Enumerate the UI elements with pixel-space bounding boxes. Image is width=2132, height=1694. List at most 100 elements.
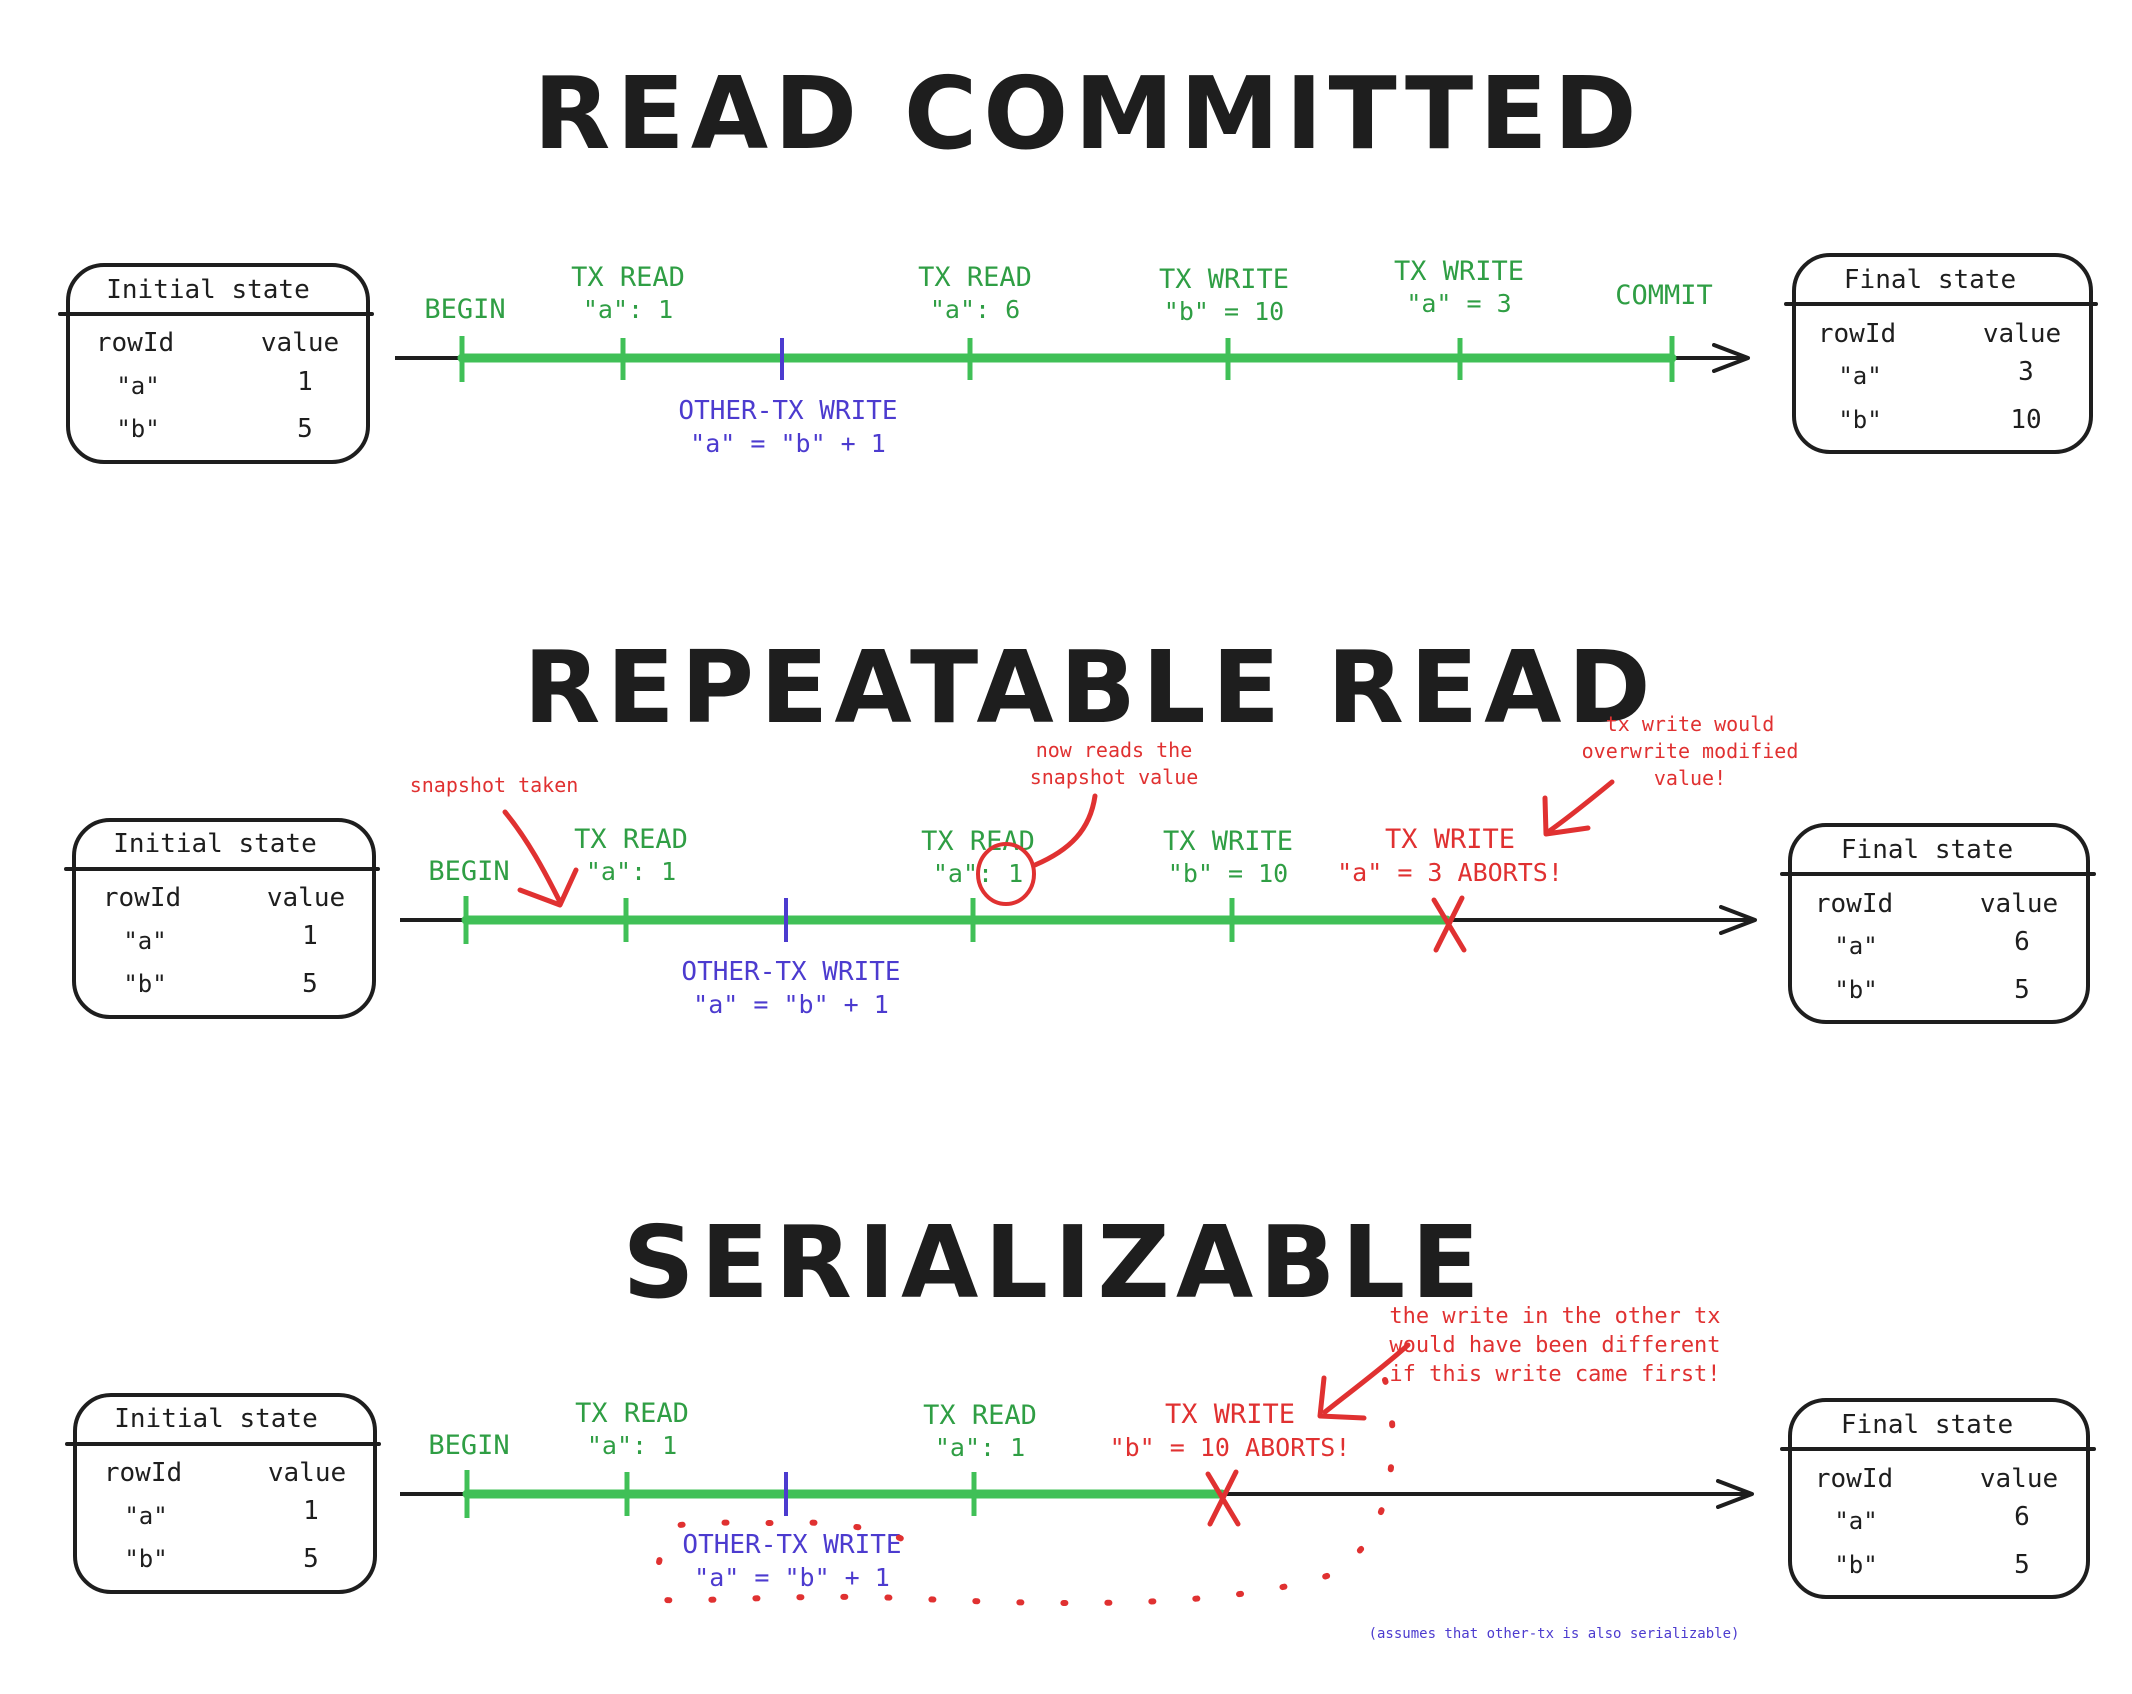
row-value: 6 <box>2014 1502 2030 1532</box>
column-header-rowid: rowId <box>96 328 174 358</box>
tx-write-abort-value: "b" = 10 ABORTS! <box>1110 1433 1351 1462</box>
note-would-overwrite: tx write would <box>1606 712 1775 736</box>
tx-write-value: "b" = 10 <box>1164 297 1284 326</box>
column-header-value: value <box>268 1458 346 1488</box>
tx-read-label: TX READ <box>575 1398 689 1429</box>
tx-write-abort-value: "a" = 3 ABORTS! <box>1337 858 1563 887</box>
note-reads-snapshot: snapshot value <box>1030 765 1199 789</box>
arrow-icon <box>502 809 563 905</box>
column-header-value: value <box>1983 319 2061 349</box>
other-tx-label: OTHER-TX WRITE <box>682 1530 901 1560</box>
row-value: 5 <box>303 1544 319 1574</box>
tx-read-label: TX READ <box>574 824 688 855</box>
initial-state-table: Initial state rowId value "a" 1 "b" 5 <box>58 263 374 464</box>
tx-write-value: "b" = 10 <box>1168 859 1288 888</box>
column-header-value: value <box>1980 889 2058 919</box>
note-other-first: would have been different <box>1389 1333 1720 1358</box>
section-title: REPEATABLE READ <box>523 629 1656 746</box>
note-reads-snapshot: now reads the <box>1036 738 1193 762</box>
abort-cross-icon <box>1205 1469 1241 1527</box>
row-key: "a" <box>123 927 166 955</box>
table-title: Initial state <box>114 1404 318 1434</box>
row-key: "a" <box>124 1502 167 1530</box>
tx-read-value: "a": 6 <box>930 295 1020 324</box>
row-value: 1 <box>297 367 313 397</box>
arrowhead-icon <box>1317 1375 1367 1421</box>
table-title: Initial state <box>113 829 317 859</box>
column-header-rowid: rowId <box>104 1458 182 1488</box>
arrowhead-icon <box>1542 795 1591 837</box>
row-key: "b" <box>124 1545 167 1573</box>
other-tx-value: "a" = "b" + 1 <box>690 429 886 458</box>
footnote: (assumes that other-tx is also serializa… <box>1369 1626 1740 1642</box>
table-title: Initial state <box>106 275 310 305</box>
tx-write-label: TX WRITE <box>1163 826 1293 857</box>
tx-read-value: "a": 1 <box>587 1431 677 1460</box>
note-other-first: the write in the other tx <box>1389 1304 1720 1329</box>
final-state-table: Final state rowId value "a" 6 "b" 5 <box>1780 1398 2096 1599</box>
note-other-first: if this write came first! <box>1389 1362 1720 1387</box>
highlight-circle <box>976 842 1036 906</box>
table-title: Final state <box>1844 265 2016 295</box>
tx-write-abort-label: TX WRITE <box>1165 1399 1295 1430</box>
row-key: "a" <box>116 372 159 400</box>
section-title: READ COMMITTED <box>533 55 1642 172</box>
column-header-rowid: rowId <box>103 883 181 913</box>
row-value: 1 <box>303 1496 319 1526</box>
initial-state-table: Initial state rowId value "a" 1 "b" 5 <box>64 818 380 1019</box>
commit-label: COMMIT <box>1615 280 1713 311</box>
initial-state-table: Initial state rowId value "a" 1 "b" 5 <box>65 1393 381 1594</box>
tx-write-label: TX WRITE <box>1394 256 1524 287</box>
tx-read-label: TX READ <box>921 826 1035 857</box>
tx-read-label: TX READ <box>571 262 685 293</box>
row-key: "b" <box>1838 406 1881 434</box>
table-title: Final state <box>1841 1410 2013 1440</box>
row-value: 5 <box>302 969 318 999</box>
tx-write-abort-label: TX WRITE <box>1385 824 1515 855</box>
column-header-rowid: rowId <box>1815 1464 1893 1494</box>
row-key: "b" <box>123 970 166 998</box>
final-state-table: Final state rowId value "a" 3 "b" 10 <box>1784 253 2098 454</box>
column-header-value: value <box>261 328 339 358</box>
tx-read-value: "a": 1 <box>586 857 676 886</box>
row-value: 1 <box>302 921 318 951</box>
other-tx-label: OTHER-TX WRITE <box>678 396 897 426</box>
column-header-value: value <box>1980 1464 2058 1494</box>
other-tx-label: OTHER-TX WRITE <box>681 957 900 987</box>
other-tx-value: "a" = "b" + 1 <box>694 1563 890 1592</box>
row-value: 3 <box>2018 357 2034 387</box>
begin-label: BEGIN <box>428 856 509 887</box>
final-state-table: Final state rowId value "a" 6 "b" 5 <box>1780 823 2096 1024</box>
tx-read-value: "a": 1 <box>583 295 673 324</box>
note-snapshot-taken: snapshot taken <box>410 773 579 797</box>
row-value: 10 <box>2010 405 2041 435</box>
begin-label: BEGIN <box>428 1430 509 1461</box>
abort-cross-icon <box>1431 895 1467 953</box>
arrow-icon <box>1545 779 1615 835</box>
column-header-value: value <box>267 883 345 913</box>
table-title: Final state <box>1841 835 2013 865</box>
tx-read-label: TX READ <box>923 1400 1037 1431</box>
other-tx-value: "a" = "b" + 1 <box>693 990 889 1019</box>
tx-write-label: TX WRITE <box>1159 264 1289 295</box>
note-would-overwrite: value! <box>1654 766 1726 790</box>
row-value: 6 <box>2014 927 2030 957</box>
column-header-rowid: rowId <box>1815 889 1893 919</box>
tx-read-label: TX READ <box>918 262 1032 293</box>
section-repeatable-read: REPEATABLE READ Initial state rowId valu… <box>64 629 2096 1024</box>
row-key: "b" <box>116 415 159 443</box>
row-key: "a" <box>1834 1507 1877 1535</box>
tx-read-value: "a": 1 <box>935 1433 1025 1462</box>
section-title: SERIALIZABLE <box>622 1204 1485 1321</box>
section-serializable: SERIALIZABLE Initial state rowId value "… <box>65 1204 2096 1642</box>
row-key: "a" <box>1838 362 1881 390</box>
row-value: 5 <box>2014 975 2030 1005</box>
row-key: "b" <box>1834 976 1877 1004</box>
row-key: "a" <box>1834 932 1877 960</box>
arrowhead-icon <box>517 867 579 908</box>
row-value: 5 <box>2014 1550 2030 1580</box>
note-would-overwrite: overwrite modified <box>1582 739 1799 763</box>
column-header-rowid: rowId <box>1818 319 1896 349</box>
arrow-icon <box>1322 1342 1411 1415</box>
